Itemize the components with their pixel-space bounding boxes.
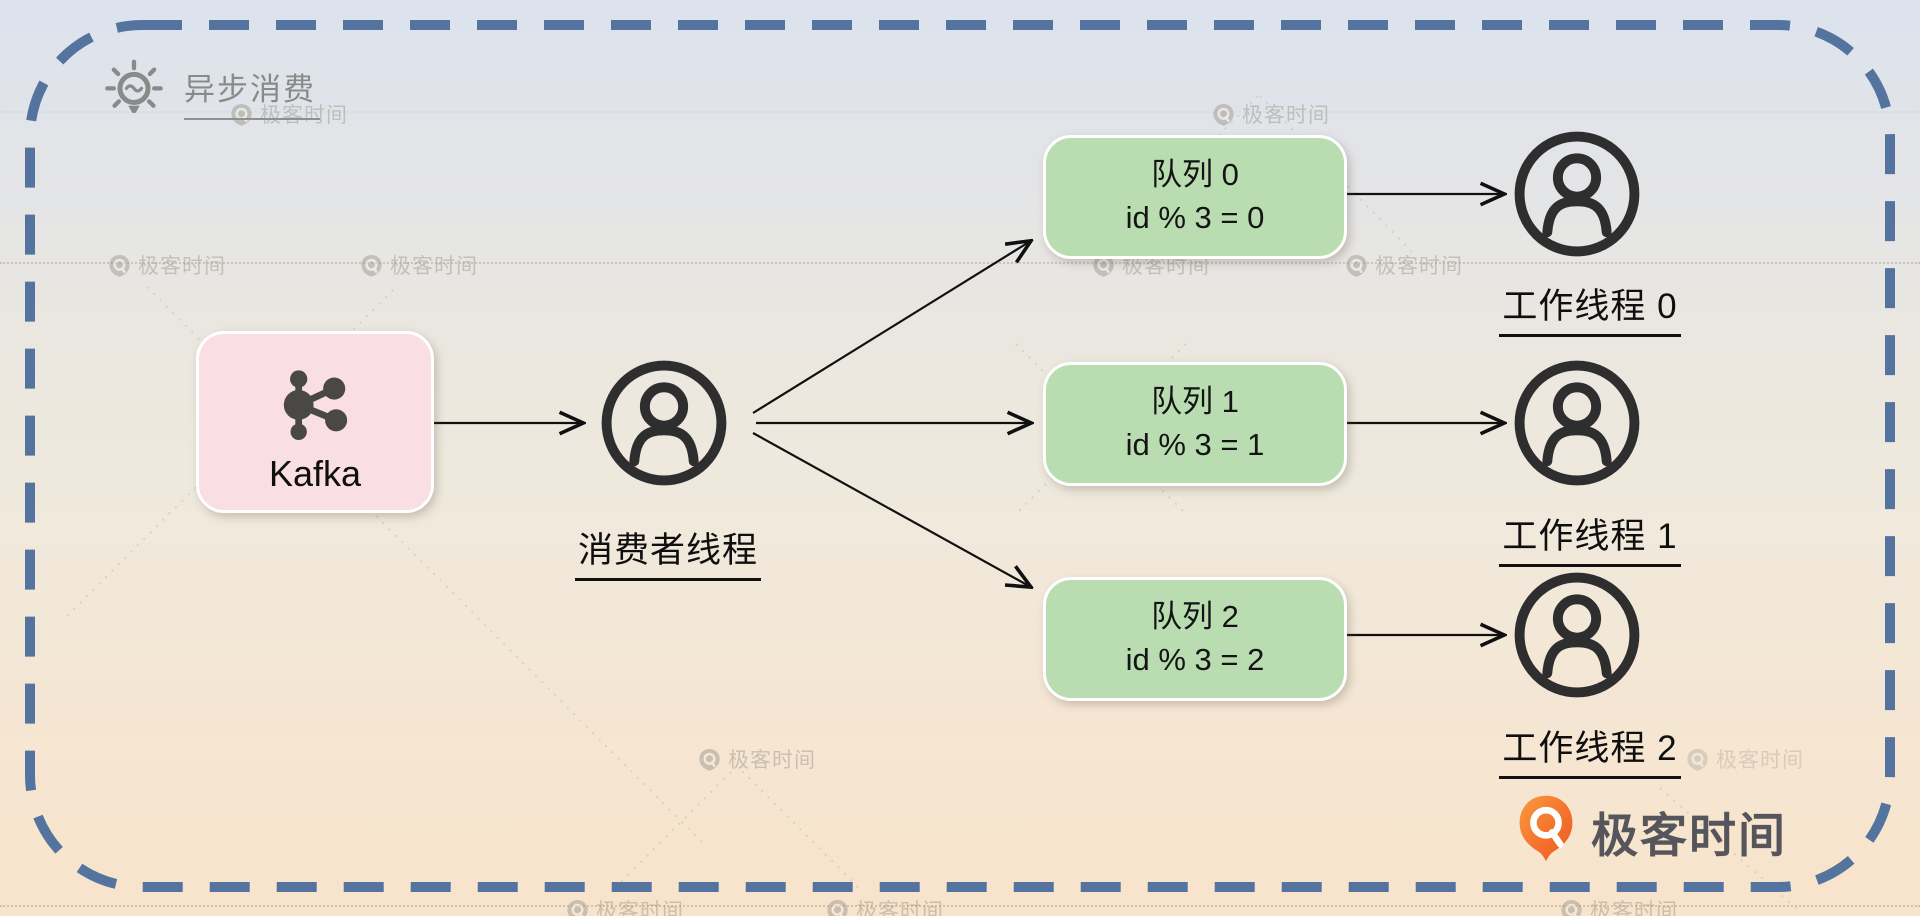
watermark: 极客时间 xyxy=(360,250,478,280)
watermark-text: 极客时间 xyxy=(390,255,478,278)
geektime-watermark-icon xyxy=(1560,899,1583,916)
watermark-text: 极客时间 xyxy=(728,749,816,772)
annotation-title-text: 异步消费 xyxy=(184,64,320,120)
kafka-node: Kafka xyxy=(196,331,434,513)
watermark-text: 极客时间 xyxy=(856,900,944,916)
watermark: 极客时间 xyxy=(108,250,226,280)
worker-1-person-icon xyxy=(1511,357,1643,489)
worker-0-label: 工作线程 0 xyxy=(1478,278,1702,337)
kafka-node-label: Kafka xyxy=(268,453,362,494)
watermark: 极客时间 xyxy=(1212,99,1330,129)
watermark-text: 极客时间 xyxy=(1375,255,1463,278)
geektime-watermark-icon xyxy=(1212,103,1235,126)
geektime-watermark-icon xyxy=(1345,254,1368,277)
geektime-brand: 极客时间 xyxy=(1516,794,1787,869)
consumer-person-icon xyxy=(598,357,730,489)
geektime-watermark-icon xyxy=(108,254,131,277)
watermark: 极客时间 xyxy=(1345,250,1463,280)
queue-2-node: 队列 2 id % 3 = 2 xyxy=(1043,577,1347,701)
annotation-title: 异步消费 xyxy=(98,54,320,130)
watermark-text: 极客时间 xyxy=(1716,749,1804,772)
worker-2-person-icon xyxy=(1511,569,1643,701)
arrow-consumer-to-queue0 xyxy=(752,242,1029,414)
watermark-text: 极客时间 xyxy=(1590,900,1678,916)
watermark: 极客时间 xyxy=(698,744,816,774)
worker-0-person-icon xyxy=(1511,128,1643,260)
watermark-text: 极客时间 xyxy=(1242,104,1330,127)
arrow-consumer-to-queue2 xyxy=(752,432,1029,586)
geektime-watermark-icon xyxy=(360,254,383,277)
queue-1-title: 队列 1 xyxy=(1151,384,1239,420)
queue-1-node: 队列 1 id % 3 = 1 xyxy=(1043,362,1347,486)
kafka-icon xyxy=(267,355,363,451)
worker-1-label: 工作线程 1 xyxy=(1478,508,1702,567)
queue-2-title: 队列 2 xyxy=(1151,599,1239,635)
watermark-dotted-line xyxy=(0,262,1920,264)
watermark: 极客时间 xyxy=(826,895,944,916)
geektime-watermark-icon xyxy=(826,899,849,916)
geektime-logo-icon xyxy=(1516,794,1576,869)
consumer-label: 消费者线程 xyxy=(556,522,780,581)
queue-0-rule: id % 3 = 0 xyxy=(1125,200,1265,235)
geektime-watermark-icon xyxy=(698,748,721,771)
worker-2-label: 工作线程 2 xyxy=(1478,720,1702,779)
queue-1-rule: id % 3 = 1 xyxy=(1125,427,1265,462)
geektime-brand-name: 极客时间 xyxy=(1591,809,1787,862)
queue-2-rule: id % 3 = 2 xyxy=(1125,642,1265,677)
queue-0-title: 队列 0 xyxy=(1151,157,1239,193)
geektime-watermark-icon xyxy=(566,899,589,916)
watermark-text: 极客时间 xyxy=(596,900,684,916)
watermark: 极客时间 xyxy=(1686,744,1804,774)
queue-0-node: 队列 0 id % 3 = 0 xyxy=(1043,135,1347,259)
lightbulb-icon xyxy=(98,54,170,130)
watermark-text: 极客时间 xyxy=(138,255,226,278)
watermark: 极客时间 xyxy=(566,895,684,916)
watermark: 极客时间 xyxy=(1560,895,1678,916)
watermark-dotted-line xyxy=(0,905,1920,907)
